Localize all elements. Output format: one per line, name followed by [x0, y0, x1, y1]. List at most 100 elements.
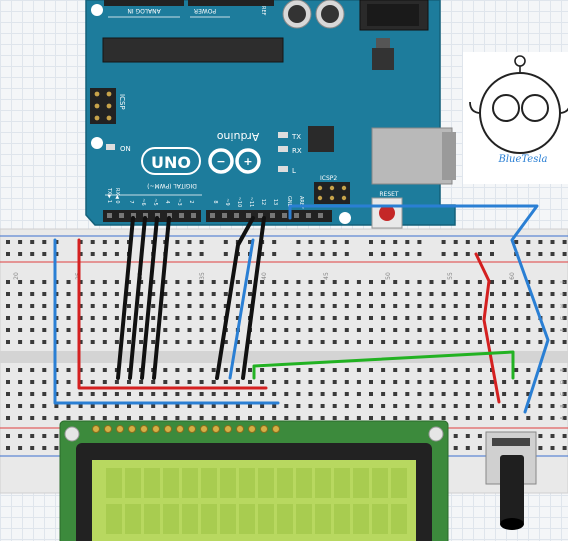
rail-hole	[441, 240, 446, 244]
breadboard-hole	[562, 328, 567, 332]
breadboard-hole	[332, 304, 337, 308]
breadboard-hole	[526, 292, 531, 296]
pot-shaft[interactable]	[500, 455, 524, 525]
rail-hole	[102, 240, 107, 244]
breadboard-hole	[102, 304, 107, 308]
breadboard-hole	[502, 340, 507, 344]
breadboard-hole	[114, 280, 119, 284]
breadboard-hole	[308, 280, 313, 284]
wire-pin12-rs[interactable]	[215, 216, 255, 380]
breadboard-hole	[163, 404, 168, 408]
wire-gnd-bottom[interactable]	[53, 238, 280, 405]
mount-hole	[91, 4, 103, 16]
breadboard-hole	[90, 380, 95, 384]
breadboard-hole	[175, 340, 180, 344]
robot-eye-right-icon	[521, 94, 549, 122]
logo-loop-right	[235, 148, 261, 174]
lcd-char-cell	[144, 468, 160, 498]
breadboard-hole	[42, 368, 47, 372]
lcd-mount-hole	[64, 426, 80, 442]
rail-hole	[562, 446, 567, 450]
robot-eye-left-icon	[492, 94, 520, 122]
breadboard-hole	[90, 328, 95, 332]
power-label: POWER	[194, 7, 216, 14]
breadboard-hole	[78, 380, 83, 384]
breadboard-hole	[405, 368, 410, 372]
rail-hole	[453, 252, 458, 256]
breadboard-hole	[151, 316, 156, 320]
wire-pin11-en[interactable]	[241, 216, 266, 380]
l-label: L	[292, 167, 296, 175]
breadboard-hole	[284, 280, 289, 284]
pot-knob-end[interactable]	[500, 518, 524, 530]
breadboard-hole	[151, 292, 156, 296]
logo-plus-icon: +	[243, 155, 252, 168]
pin-number: 8	[212, 200, 218, 203]
breadboard-hole	[393, 380, 398, 384]
breadboard-hole	[320, 280, 325, 284]
rail-hole	[562, 434, 567, 438]
breadboard-hole	[369, 392, 373, 396]
breadboard-hole	[465, 416, 470, 420]
wire-blue-rw[interactable]	[228, 238, 255, 380]
breadboard-hole	[393, 280, 398, 284]
breadboard-hole	[356, 304, 361, 308]
breadboard-hole	[66, 380, 71, 384]
breadboard-hole	[187, 416, 192, 420]
rail-hole	[272, 252, 277, 256]
breadboard-hole	[284, 292, 289, 296]
breadboard-hole	[308, 368, 313, 372]
rail-hole	[187, 240, 192, 244]
wire-gnd-pot[interactable]	[288, 204, 550, 414]
breadboard-hole	[344, 368, 349, 372]
breadboard-hole	[187, 368, 192, 372]
lcd-pin	[260, 425, 268, 433]
breadboard-hole	[514, 304, 519, 308]
breadboard-hole	[490, 292, 494, 296]
breadboard-hole	[526, 380, 531, 384]
reset-button-cap[interactable]	[379, 205, 395, 221]
wire-pin4-d5[interactable]	[128, 216, 147, 380]
breadboard-hole	[477, 280, 482, 284]
breadboard-hole	[66, 316, 71, 320]
breadboard-hole	[369, 292, 373, 296]
rail-hole	[465, 252, 470, 256]
breadboard-hole	[163, 340, 168, 344]
breadboard-hole	[272, 316, 277, 320]
breadboard-hole	[66, 392, 71, 396]
breadboard-hole	[223, 392, 228, 396]
breadboard-hole	[502, 392, 507, 396]
analog-header	[104, 0, 184, 6]
breadboard-hole	[296, 280, 301, 284]
wire-5v-bottom[interactable]	[77, 238, 268, 390]
breadboard-hole	[369, 328, 373, 332]
breadboard-hole	[139, 292, 144, 296]
wire-5v-pot[interactable]	[474, 252, 501, 404]
breadboard-hole	[260, 404, 265, 408]
breadboard-hole	[465, 368, 470, 372]
breadboard-hole	[538, 404, 543, 408]
breadboard-hole	[320, 380, 325, 384]
breadboard-hole	[235, 416, 240, 420]
breadboard-hole	[235, 380, 240, 384]
arduino-logo: UNO − + Arduino	[141, 130, 261, 175]
breadboard-hole	[151, 340, 156, 344]
lcd-char-cell	[315, 504, 331, 534]
wire-v0-contrast[interactable]	[252, 350, 515, 380]
breadboard-hole	[6, 328, 10, 332]
breadboard-hole	[332, 416, 337, 420]
wire-pin5-d4[interactable]	[116, 216, 135, 380]
lcd-char-cell	[372, 504, 388, 534]
breadboard-hole	[90, 304, 95, 308]
wire-pin2-d7[interactable]	[152, 216, 171, 380]
icsp2-header-body	[314, 182, 350, 204]
column-number: 20	[13, 272, 20, 280]
breadboard-hole	[405, 392, 410, 396]
lcd-char-cell	[334, 504, 350, 534]
lcd-pin	[128, 425, 136, 433]
breadboard-hole	[272, 304, 277, 308]
wire-pin3-d6[interactable]	[140, 216, 159, 380]
breadboard-hole	[332, 392, 337, 396]
rail-hole	[102, 252, 107, 256]
breadboard-hole	[441, 328, 446, 332]
